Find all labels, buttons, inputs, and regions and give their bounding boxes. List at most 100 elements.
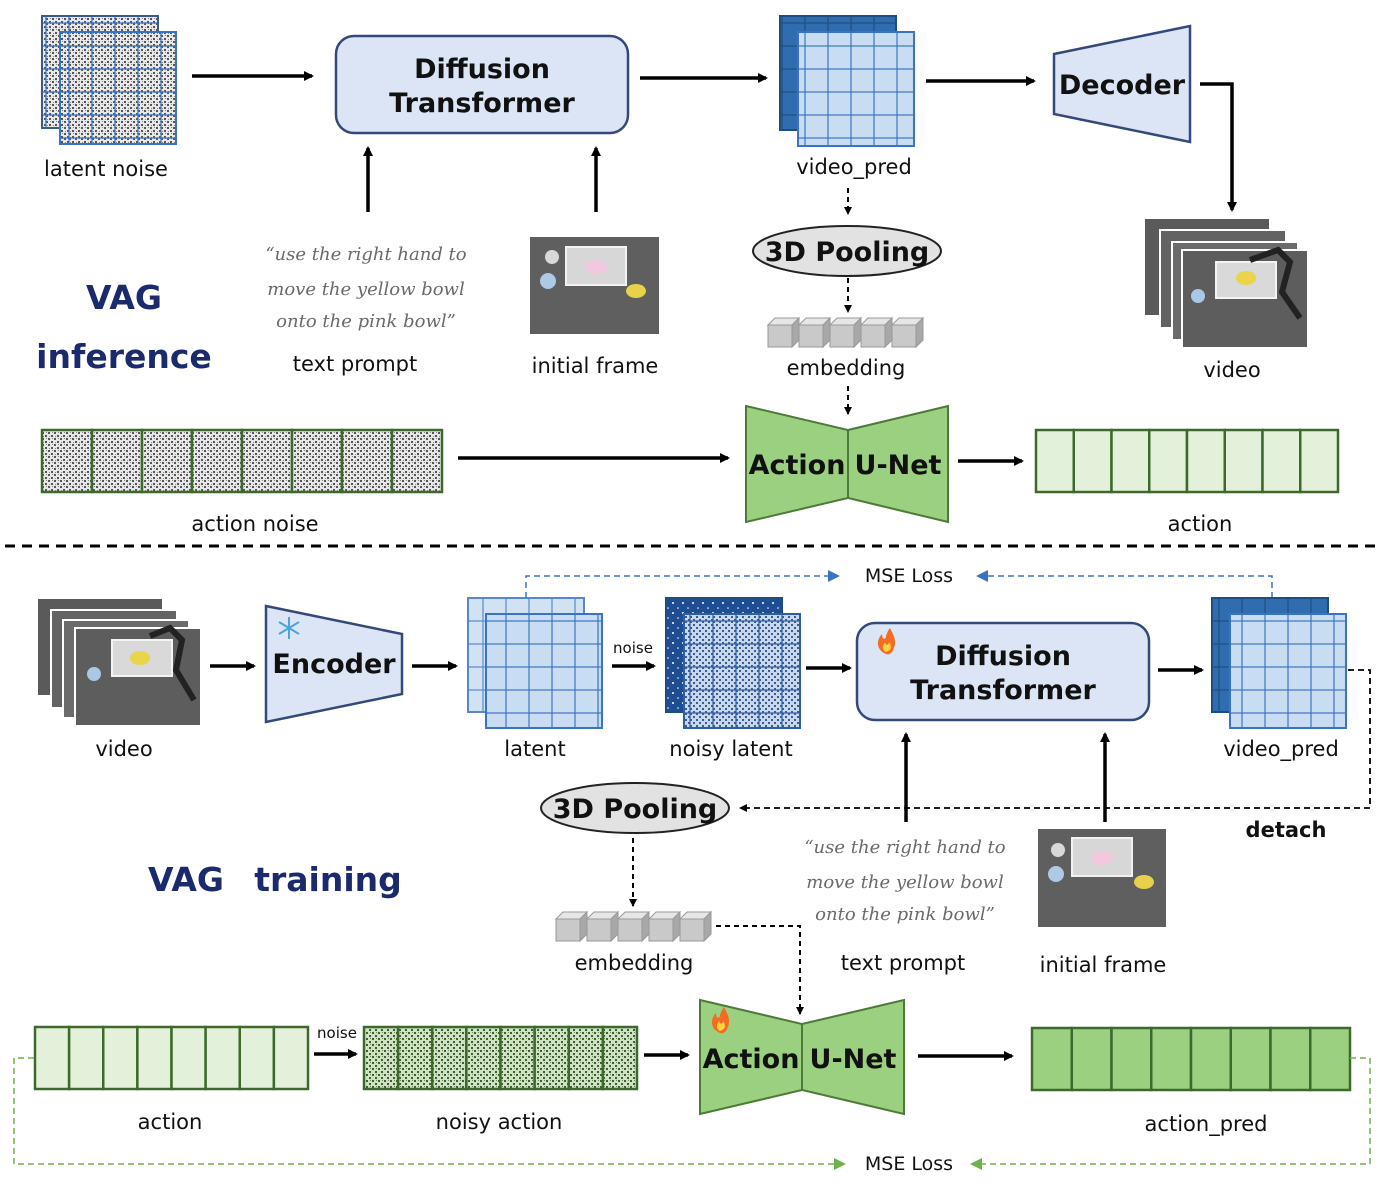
text-prompt-bottom-label: text prompt [841,951,966,975]
encoder-label: Encoder [272,649,396,680]
action-pred-label: action_pred [1145,1112,1268,1137]
bar-cell [396,1025,434,1091]
arrow-decoder-to-video [1200,82,1237,212]
initial-frame-bottom-image [1038,829,1166,927]
detach-path [739,669,1371,812]
mse-video-line-left [525,570,840,598]
bar-cell [1299,428,1340,494]
video-pred-top-label: video_pred [796,155,912,180]
dit-bottom-line2: Transformer [910,675,1096,706]
fire-icon [877,628,896,655]
prompt-bottom-line1: “use the right hand to [804,837,1005,858]
bar-cell [1110,1026,1153,1092]
noisy-action-label: noisy action [436,1110,563,1134]
latent-noise-step-label: noise [613,639,653,657]
embedding-cube-face [860,324,886,348]
embedding-cube-side [915,316,924,349]
bar-cell [1110,428,1151,494]
latent-noise-label: latent noise [44,157,168,181]
noisy-latent-stack [665,597,801,729]
action-gt-bar [33,1025,310,1091]
bar-cell [240,428,294,494]
bar-cell [140,428,194,494]
bar-cell [90,428,144,494]
output-video-frames [1143,217,1309,349]
bar-cell [340,428,394,494]
bar-cell [431,1025,468,1091]
bar-cell [390,428,444,494]
bar-cell [1261,428,1302,494]
decoder-label: Decoder [1059,70,1186,101]
bar-cell [499,1025,536,1091]
mse-action-line-right [970,1057,1371,1170]
fire-icon [711,1007,730,1034]
arrow-embedding-to-unet-bottom [716,925,804,1015]
action-unet-top: Action U-Net [745,404,949,524]
bar-cell [238,1025,276,1091]
embedding-top-cubes [766,316,925,349]
embedding-cube-face [798,324,824,348]
bar-cell [1269,1026,1312,1092]
inference-title-line1: VAG [86,278,162,317]
mse-loss-action-label: MSE Loss [865,1153,953,1175]
bar-cell [533,1025,570,1091]
action-pred-bar [1030,1026,1352,1092]
prompt-top-line3: onto the pink bowl” [276,311,456,332]
unet-bottom-left-label: Action [703,1044,800,1075]
action-noise-label: action noise [191,512,318,536]
prompt-bottom-line3: onto the pink bowl” [815,904,995,925]
bar-cell [272,1025,310,1091]
decoder-block: Decoder [1052,24,1192,144]
bar-cell [67,1025,105,1091]
prompt-top-line1: “use the right hand to [265,244,466,265]
training-title-line2: training [254,860,402,899]
prompt-top-line2: move the yellow bowl [267,279,465,300]
unet-top-left-label: Action [749,450,846,481]
embedding-cube-face [891,324,917,348]
video-input-label: video [95,737,152,761]
prompt-bottom-line2: move the yellow bowl [806,872,1004,893]
detach-label: detach [1246,818,1327,842]
bar-cell [601,1025,639,1091]
embedding-bottom-label: embedding [575,951,694,975]
initial-frame-top-label: initial frame [532,354,659,378]
embedding-top-label: embedding [787,356,906,380]
bar-cell [170,1025,207,1091]
bar-cell [1150,1026,1193,1092]
embedding-cube-side [703,910,712,943]
mse-action-line-left [13,1057,846,1170]
action-noise-bar [40,428,444,494]
bar-cell [362,1025,400,1091]
action-top-label: action [1168,512,1233,536]
noisy-action-bar [362,1025,639,1091]
text-prompt-top-label: text prompt [293,352,418,376]
bar-cell [465,1025,502,1091]
bar-cell [1309,1026,1352,1092]
embedding-cube-face [767,324,793,348]
dit-top-line1: Diffusion [414,54,550,85]
embedding-cube-face [586,918,612,942]
bar-cell [1189,1026,1232,1092]
video-pred-bottom-label: video_pred [1223,737,1339,762]
video-output-label: video [1203,358,1260,382]
pooling-bottom: 3D Pooling [540,782,730,834]
pooling-bottom-label: 3D Pooling [553,794,718,825]
embedding-cube-face [617,918,643,942]
bar-cell [290,428,344,494]
latent-stack [467,597,603,729]
action-gt-label: action [138,1110,203,1134]
input-video-frames [36,597,202,727]
mse-video-line-right [976,570,1273,598]
pooling-top-label: 3D Pooling [765,237,930,268]
bar-cell [33,1025,71,1091]
training-title-line1: VAG [148,860,224,899]
bar-cell [40,428,94,494]
video-pred-top-stack [779,15,915,147]
video-pred-bottom-stack [1211,597,1347,729]
dit-top-line2: Transformer [389,88,575,119]
bar-cell [1229,1026,1272,1092]
bar-cell [1034,428,1075,494]
bar-cell [567,1025,605,1091]
